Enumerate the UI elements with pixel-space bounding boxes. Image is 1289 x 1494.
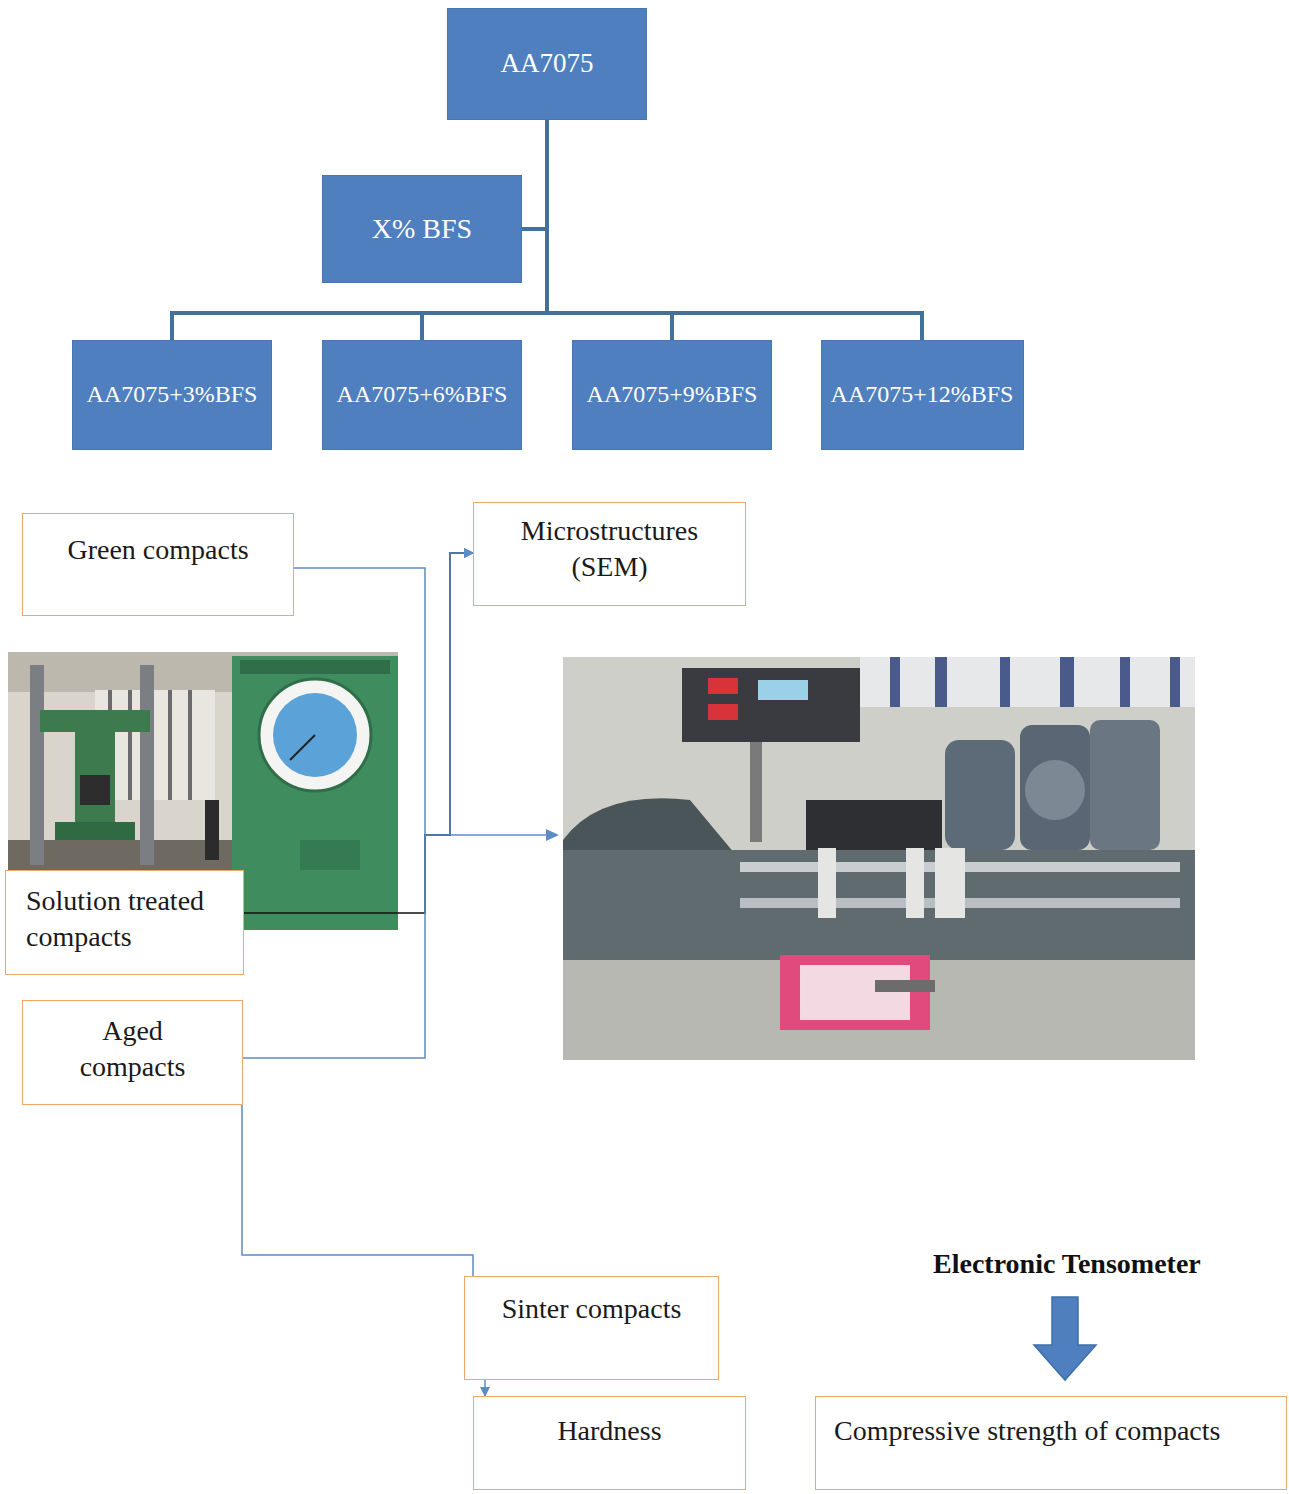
connector-line: [172, 120, 547, 340]
connector-line: [294, 553, 473, 835]
stage-box: Compressive strength of compacts: [815, 1396, 1287, 1490]
stage-box: Aged compacts: [22, 1000, 243, 1105]
drawing-shape: [75, 732, 115, 822]
drawing-shape: [1120, 657, 1130, 707]
drawing-shape: [780, 955, 930, 1030]
tensometer-photo: [563, 657, 1195, 1060]
drawing-shape: [875, 980, 935, 992]
drawing-shape: [55, 822, 135, 840]
drawing-shape: [860, 657, 1195, 707]
drawing-shape: [890, 657, 1180, 707]
box-text: Green compacts: [67, 532, 248, 568]
process-box: AA7075+6%BFS: [322, 340, 522, 450]
drawing-shape: [563, 850, 1195, 960]
drawing-shape: [205, 800, 219, 860]
drawing-shape: [800, 965, 910, 1020]
drawing-shape: [232, 656, 398, 930]
drawing-shape: [188, 690, 192, 800]
stage-box: Sinter compacts: [464, 1276, 719, 1380]
drawing-shape: [906, 848, 924, 918]
connector-line: [522, 229, 672, 340]
process-box: AA7075+3%BFS: [72, 340, 272, 450]
drawing-shape: [273, 693, 357, 777]
drawing-shape: [1020, 725, 1090, 850]
box-text: Sinter compacts: [502, 1291, 682, 1327]
drawing-shape: [40, 710, 150, 732]
drawing-shape: [708, 704, 738, 720]
box-text: AA7075+12%BFS: [831, 379, 1014, 410]
drawing-shape: [935, 848, 965, 918]
stage-box: Green compacts: [22, 513, 294, 616]
drawing-shape: [80, 775, 110, 805]
stage-box: Microstructures (SEM): [473, 502, 746, 606]
drawing-shape: [682, 668, 860, 742]
instrument-label: Electronic Tensometer: [933, 1248, 1201, 1280]
box-text: Solution treated compacts: [26, 883, 231, 956]
drawing-shape: [708, 678, 738, 694]
connector-line: [242, 1105, 473, 1276]
drawing-shape: [1025, 760, 1085, 820]
drawing-shape: [1060, 657, 1074, 707]
box-text: Hardness: [557, 1413, 661, 1449]
box-text: X% BFS: [372, 211, 472, 247]
stage-box: Solution treated compacts: [5, 870, 244, 975]
process-box: AA7075+12%BFS: [821, 340, 1024, 450]
drawing-shape: [290, 735, 315, 760]
drawing-shape: [818, 848, 836, 918]
block-arrow: [1034, 1297, 1096, 1380]
connector-line: [522, 229, 922, 340]
drawing-shape: [140, 665, 154, 865]
connector-line: [484, 1380, 486, 1396]
box-text: AA7075+9%BFS: [587, 379, 758, 410]
drawing-shape: [168, 690, 172, 800]
drawing-shape: [300, 840, 360, 870]
drawing-shape: [563, 960, 1195, 1060]
drawing-shape: [758, 680, 808, 700]
stage-box: Hardness: [473, 1396, 746, 1490]
drawing-shape: [546, 829, 559, 841]
drawing-shape: [30, 665, 44, 865]
drawing-shape: [259, 679, 371, 791]
process-box: X% BFS: [322, 175, 522, 283]
box-text: AA7075+6%BFS: [337, 379, 508, 410]
box-text: Compressive strength of compacts: [834, 1413, 1220, 1449]
drawing-shape: [750, 742, 762, 842]
connector-line: [547, 120, 922, 340]
drawing-shape: [1000, 657, 1010, 707]
drawing-shape: [806, 800, 942, 852]
process-box: AA7075: [447, 8, 647, 120]
box-text: Aged compacts: [73, 1013, 193, 1086]
box-text: Microstructures (SEM): [495, 513, 725, 586]
drawing-shape: [1170, 657, 1180, 707]
drawing-shape: [890, 657, 900, 707]
drawing-shape: [128, 690, 132, 800]
drawing-shape: [935, 657, 947, 707]
drawing-shape: [1034, 1297, 1096, 1380]
process-box: AA7075+9%BFS: [572, 340, 772, 450]
box-text: AA7075: [501, 46, 594, 81]
drawing-shape: [240, 660, 390, 674]
box-text: AA7075+3%BFS: [87, 379, 258, 410]
connector-line: [243, 553, 473, 1058]
connector-line: [547, 120, 672, 340]
drawing-shape: [945, 740, 1015, 850]
drawing-shape: [563, 657, 1195, 1060]
drawing-shape: [1090, 720, 1160, 850]
